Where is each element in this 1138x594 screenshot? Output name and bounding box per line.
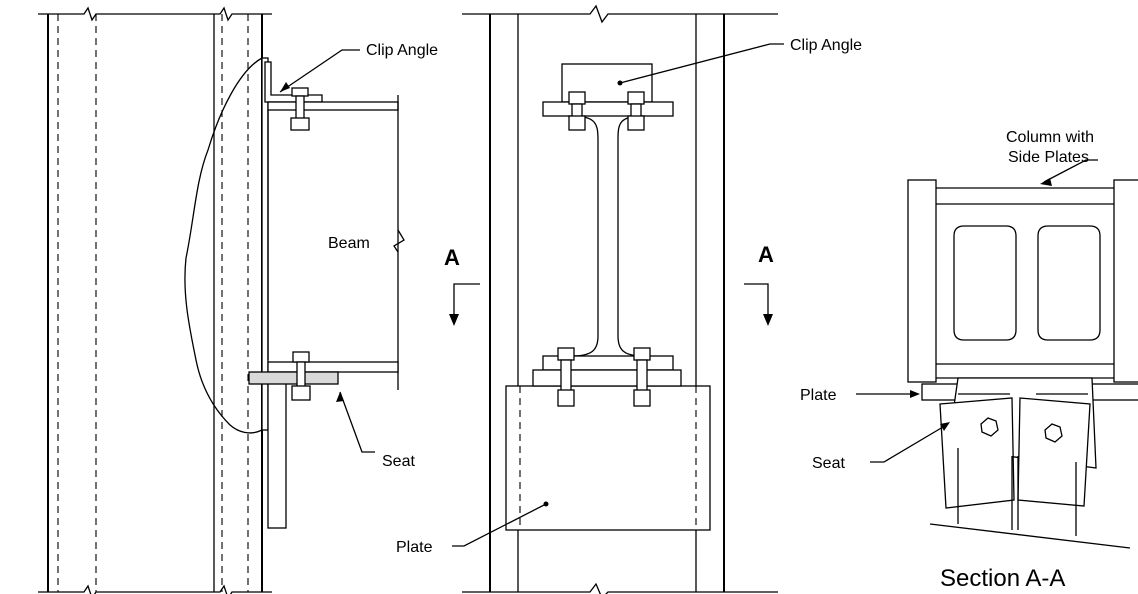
plate-front (505, 385, 711, 531)
beam-top-flange (267, 101, 399, 111)
cutaway-break (184, 57, 263, 434)
bolts-top-front (568, 91, 645, 131)
label-column-line2: Side Plates (1008, 149, 1089, 166)
label-clip-angle-left: Clip Angle (366, 42, 438, 59)
front-elevation-view: Clip Angle Plate (396, 4, 862, 594)
label-section-title: Section A-A (940, 565, 1065, 592)
leader-clip-angle-left (279, 49, 360, 93)
leader-plate-mid (452, 503, 547, 547)
label-section-a-left: A (444, 245, 460, 270)
leader-seat-left (339, 391, 375, 453)
label-plate-right: Plate (800, 387, 837, 404)
section-marker-left: A (444, 245, 480, 326)
label-section-a-right: A (758, 242, 774, 267)
label-seat-left: Seat (382, 453, 415, 470)
label-beam: Beam (328, 235, 370, 252)
beam-break (393, 229, 405, 253)
side-elevation-view: Clip Angle Beam Seat (38, 6, 438, 594)
label-plate-mid: Plate (396, 539, 433, 556)
label-column-line1: Column with (1006, 129, 1094, 146)
column-left-view (38, 6, 272, 594)
section-a-a-view: Column with Side Plates Plate Seat Secti… (800, 129, 1138, 592)
seat-left (248, 371, 339, 385)
clip-angle-left (264, 61, 323, 103)
bolts-bottom-front (557, 347, 651, 407)
side-plate-left-section (907, 179, 937, 383)
bolt-top-left (290, 87, 310, 131)
beam-section (571, 115, 599, 357)
leader-clip-angle-mid (619, 43, 784, 84)
section-marker-right: A (744, 242, 774, 326)
leader-column (1043, 159, 1098, 183)
bolt-bottom-left (291, 351, 311, 401)
label-clip-angle-mid: Clip Angle (790, 37, 862, 54)
label-seat-right: Seat (812, 455, 845, 472)
beam-bottom-flange (267, 361, 399, 373)
side-plate-right-section (1113, 179, 1138, 383)
leader-seat-right (870, 423, 949, 463)
